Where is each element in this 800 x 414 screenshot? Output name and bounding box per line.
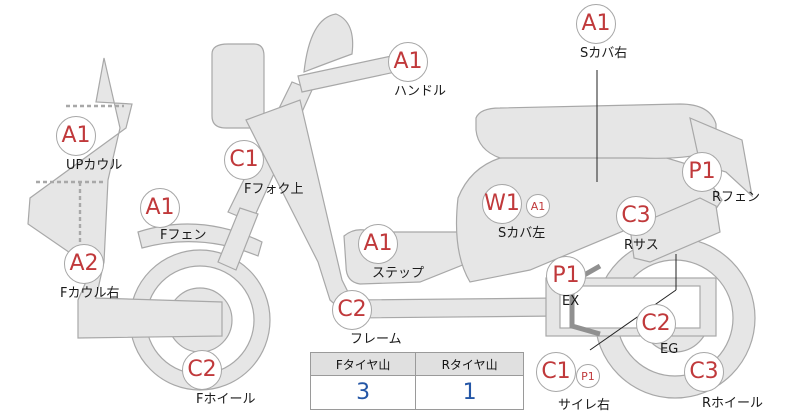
front-cowl-shape <box>27 57 223 339</box>
front-cowl-right-grade-badge: A2 <box>64 244 104 284</box>
seat-cover-left-sub-grade-badge: A1 <box>526 194 550 218</box>
rear-wheel-grade-badge: C3 <box>684 352 724 392</box>
front-wheel-grade-badge: C2 <box>182 350 222 390</box>
handle-label: ハンドル <box>394 84 447 99</box>
front-wheel-label: Fホイール <box>196 392 256 407</box>
rear-tire-tread-header: Rタイヤ山 <box>415 352 524 376</box>
rear-wheel-label: Rホイール <box>702 396 764 411</box>
headlight-shape <box>211 43 265 129</box>
rear-fender-label: Rフェン <box>712 190 761 205</box>
front-fender-label: Fフェン <box>160 228 207 243</box>
muffler-right-grade-badge: C1 <box>536 352 576 392</box>
seat-cover-left-grade-badge: W1 <box>482 184 522 224</box>
frame-label: フレーム <box>350 332 402 347</box>
seat-cover-left-label: Sカバ左 <box>498 226 546 241</box>
front-fork-upper-grade-badge: C1 <box>224 140 264 180</box>
seat-cover-right-grade-badge: A1 <box>576 4 616 44</box>
step-grade-badge: A1 <box>358 224 398 264</box>
muffler-right-sub-grade-badge: P1 <box>576 364 600 388</box>
front-fender-grade-badge: A1 <box>140 188 180 228</box>
rear-suspension-grade-badge: C3 <box>616 196 656 236</box>
engine-grade-badge: C2 <box>636 304 676 344</box>
up-cowl-grade-badge: A1 <box>56 116 96 156</box>
front-tire-tread-value: 3 <box>309 375 417 410</box>
front-fork-upper-label: Fフォク上 <box>244 182 304 197</box>
rear-tire-tread-value: 1 <box>415 375 524 410</box>
frame-grade-badge: C2 <box>332 290 372 330</box>
rear-fender-grade-badge: P1 <box>682 152 722 192</box>
rear-suspension-shape <box>629 197 721 263</box>
exhaust-label: EX <box>562 294 580 309</box>
front-cowl-right-label: Fカウル右 <box>60 286 120 301</box>
handle-grade-badge: A1 <box>388 42 428 82</box>
front-tire-tread-header: Fタイヤ山 <box>309 352 417 376</box>
exhaust-grade-badge: P1 <box>546 256 586 296</box>
engine-label: EG <box>660 342 679 357</box>
up-cowl-label: UPカウル <box>66 158 123 173</box>
seat-shape <box>475 103 717 159</box>
seat-cover-right-label: Sカバ右 <box>580 46 628 61</box>
rear-suspension-label: Rサス <box>624 238 659 253</box>
tire-tread-table: Fタイヤ山 Rタイヤ山 3 1 <box>309 352 524 410</box>
exhaust-pipe-shape <box>569 263 602 337</box>
step-label: ステップ <box>372 266 425 281</box>
muffler-right-label: サイレ右 <box>558 398 611 413</box>
